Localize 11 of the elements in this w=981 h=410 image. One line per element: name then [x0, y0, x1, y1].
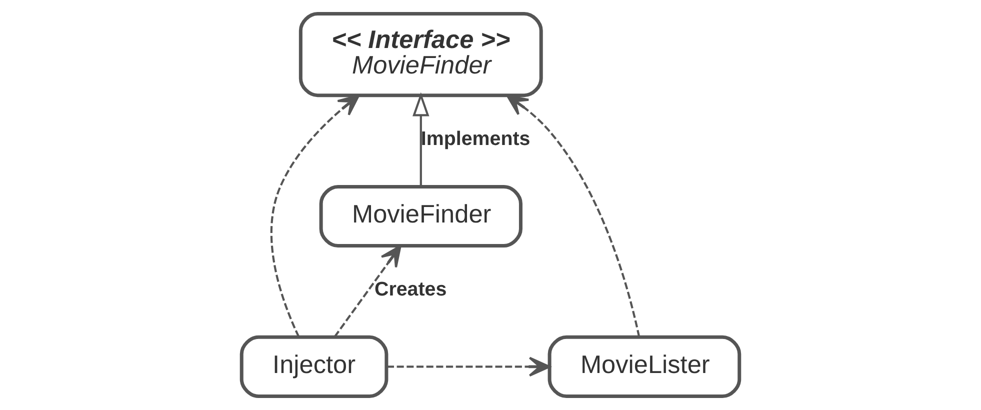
node-box: MovieFinder	[319, 184, 522, 248]
arrow	[506, 94, 640, 338]
arrow	[386, 356, 550, 377]
node-box: MovieLister	[548, 335, 742, 398]
node-box: Injector	[240, 335, 388, 398]
arrow	[270, 94, 360, 338]
node-box: << Interface >> MovieFinder	[298, 12, 543, 98]
arrow	[334, 244, 402, 338]
edge-label: Creates	[374, 278, 447, 300]
edge-label: Implements	[420, 128, 530, 150]
arrow	[412, 92, 430, 186]
